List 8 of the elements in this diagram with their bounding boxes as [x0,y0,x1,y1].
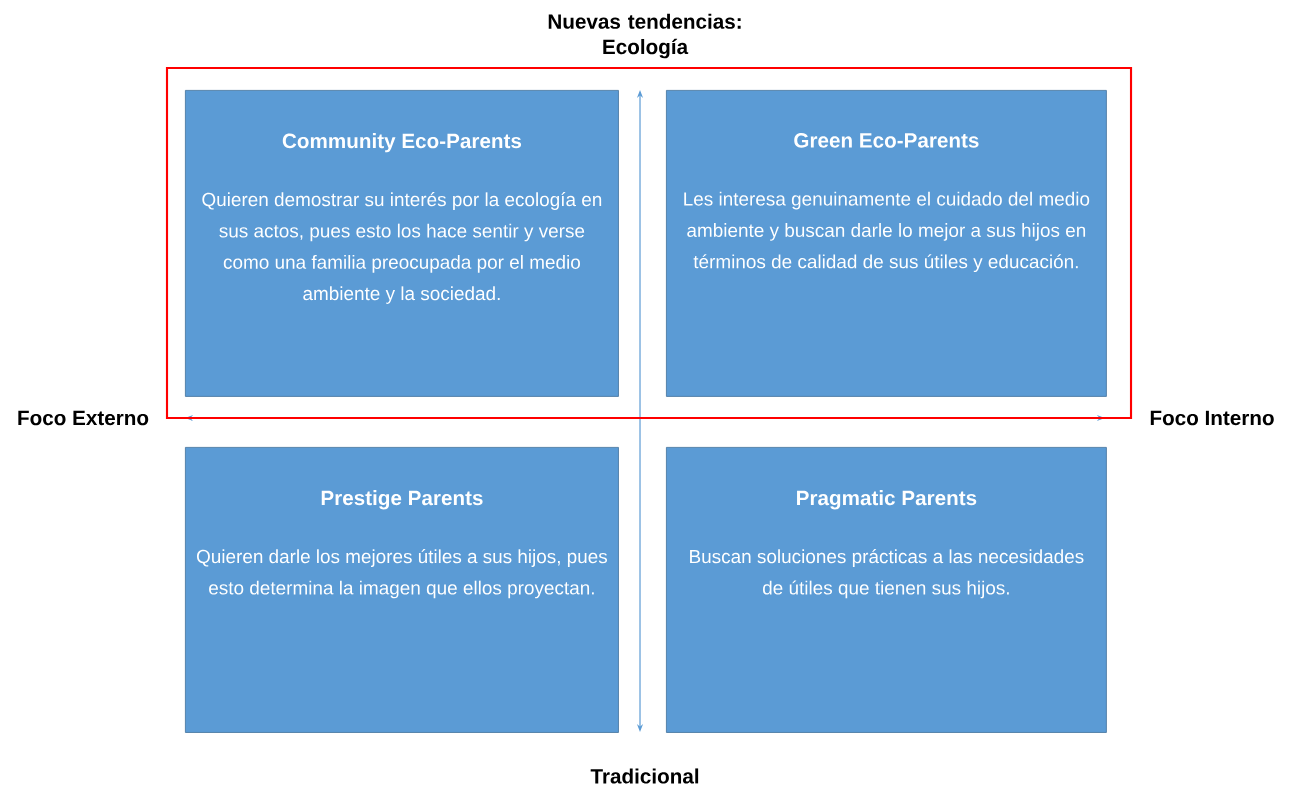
axis-label: Foco Externo [18,410,149,426]
segment-box: Community Eco-Parents Quieren demostrar su interés por la ecología en sus actos, pues esto los hace sentir y verse como una familia preocupada por el medio ambiente y la sociedad. [185,90,619,397]
axis-label: Foco Interno [1150,410,1274,426]
segment-box: Green Eco-Parents Les interesa genuinamente el cuidado del medio ambiente y buscan darle lo mejor a sus hijos en términos de calidad de sus útiles y educación. [666,90,1107,397]
axis-title: Nuevas tendencias: Ecología [548,13,741,59]
axis-label: Tradicional [590,768,699,784]
segment-box: Prestige Parents Quieren darle los mejores útiles a sus hijos, pues esto determina la imagen que ellos proyectan. [185,447,619,733]
segment-box: Pragmatic Parents Buscan soluciones prácticas a las necesidades de útiles que tienen sus hijos. [666,447,1107,733]
